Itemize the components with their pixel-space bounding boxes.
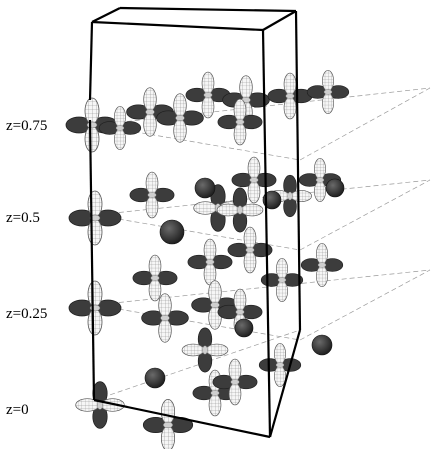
layer-label-z075: z=0.75 bbox=[6, 118, 47, 134]
frame-edge-bottom-right bbox=[268, 329, 302, 438]
d-orbital-icon bbox=[142, 398, 194, 449]
d-orbital-icon bbox=[231, 156, 277, 204]
frame-edge-front-right bbox=[261, 29, 272, 438]
d-orbital-icon bbox=[98, 106, 142, 150]
layer-label-z0: z=0 bbox=[6, 402, 29, 418]
layer-plane-line bbox=[94, 269, 431, 306]
d-orbital-icon bbox=[216, 187, 264, 233]
layer-plane-line bbox=[299, 87, 431, 161]
spherical-atom-icon bbox=[159, 219, 185, 245]
frame-edge-top-left bbox=[91, 7, 121, 23]
frame-edge-back-right bbox=[294, 10, 302, 331]
d-orbital-icon bbox=[75, 381, 125, 429]
frame-edge-top-back bbox=[119, 6, 297, 13]
d-orbital-icon bbox=[156, 93, 204, 143]
d-orbital-icon bbox=[267, 72, 313, 120]
layer-plane-line bbox=[94, 304, 301, 341]
d-orbital-icon bbox=[68, 280, 122, 336]
layer-plane-line bbox=[94, 214, 301, 251]
d-orbital-icon bbox=[132, 254, 178, 302]
atoms-layer bbox=[65, 70, 350, 449]
d-orbital-icon bbox=[212, 358, 258, 406]
frame-edge-bottom bbox=[93, 398, 271, 439]
d-orbital-icon bbox=[181, 327, 229, 373]
d-orbital-icon bbox=[260, 258, 304, 302]
d-orbital-icon bbox=[129, 171, 175, 219]
d-orbital-icon bbox=[217, 98, 263, 146]
d-orbital-icon bbox=[185, 71, 231, 119]
layer-label-z025: z=0.25 bbox=[6, 306, 47, 322]
d-orbital-icon bbox=[191, 280, 239, 330]
d-orbital-icon bbox=[306, 70, 350, 114]
d-orbital-icon bbox=[258, 343, 302, 387]
frame-edge-top-right bbox=[262, 10, 297, 31]
spherical-atom-icon bbox=[262, 190, 282, 210]
layer-plane-line bbox=[299, 179, 431, 251]
d-orbital-icon bbox=[300, 243, 344, 287]
unit-cell-frame bbox=[88, 6, 302, 439]
frame-edge-back-top bbox=[91, 20, 264, 32]
spherical-atom-icon bbox=[194, 177, 216, 199]
spherical-atom-icon bbox=[311, 334, 333, 356]
spherical-atom-icon bbox=[234, 318, 254, 338]
frame-edge-front-left-lower bbox=[88, 119, 96, 401]
layer-plane-line bbox=[94, 329, 301, 401]
d-orbital-icon bbox=[187, 238, 233, 286]
layer-label-z05: z=0.5 bbox=[6, 210, 40, 226]
layer-plane-line bbox=[299, 269, 431, 341]
d-orbital-icon bbox=[141, 293, 189, 343]
d-orbital-icon bbox=[68, 190, 122, 246]
frame-edge-front-left-upper bbox=[88, 21, 94, 101]
spherical-atom-icon bbox=[144, 367, 166, 389]
spherical-atom-icon bbox=[325, 178, 345, 198]
